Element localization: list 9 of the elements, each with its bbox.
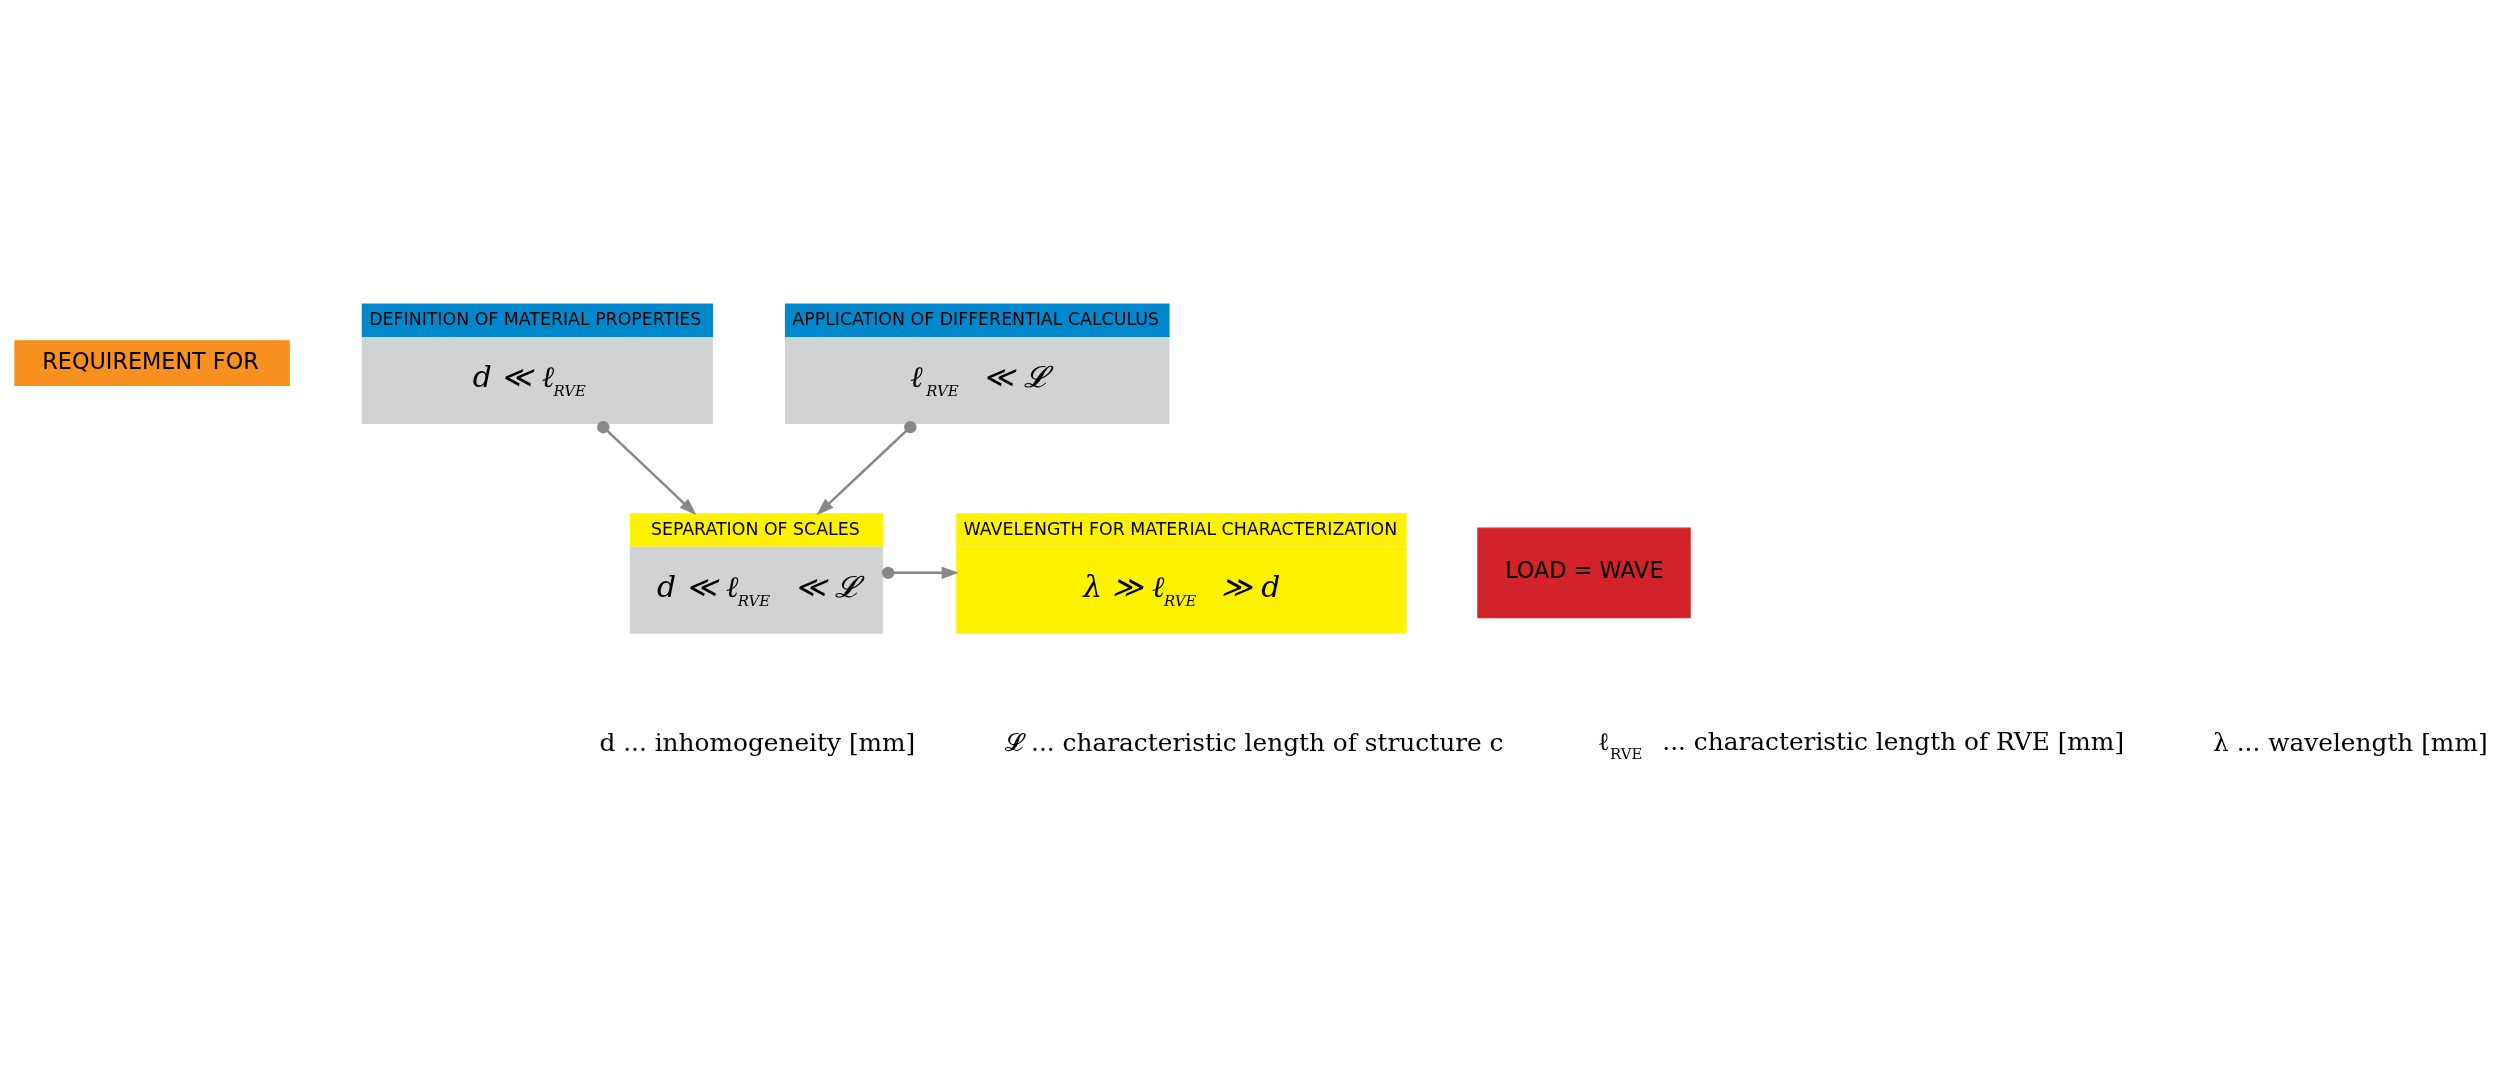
arrow <box>597 420 697 516</box>
node-box: LOAD = WAVE <box>1477 527 1691 619</box>
label: λ ... wavelength [mm] <box>2213 727 2488 757</box>
label: ℓ$_{RVE}$ ... characteristic length of RVE [mm] <box>1597 726 2125 763</box>
label: d ... inhomogeneity [mm] <box>599 727 916 757</box>
arrow <box>881 566 959 580</box>
arrow <box>816 420 917 516</box>
label: 𝓛 ... characteristic length of structure c <box>1005 727 1504 757</box>
node-box: REQUIREMENT FOR <box>14 340 290 387</box>
